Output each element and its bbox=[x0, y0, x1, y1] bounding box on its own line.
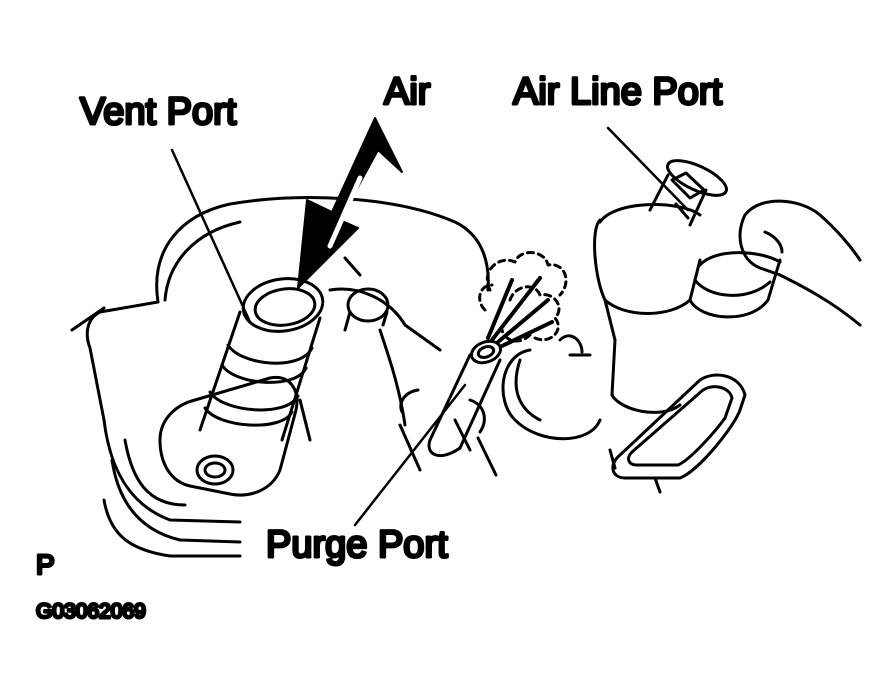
vent-port-leader bbox=[170, 148, 252, 324]
air-arrow-highlight bbox=[327, 175, 363, 249]
air-arrow-icon bbox=[297, 117, 403, 289]
canister-body bbox=[70, 196, 498, 558]
air-line-port-assembly bbox=[501, 159, 782, 494]
view-code-label: P bbox=[36, 549, 55, 580]
figure-id-label: G03062069 bbox=[36, 600, 146, 623]
leader-lines bbox=[170, 126, 690, 527]
finger-illustration bbox=[738, 199, 862, 327]
purge-port-fitting bbox=[399, 339, 503, 458]
air-label: Air bbox=[384, 71, 431, 113]
air-line-port-label: Air Line Port bbox=[513, 71, 723, 113]
air-puff-symbol bbox=[478, 251, 568, 348]
air-line-port-leader bbox=[606, 126, 690, 212]
purge-port-label: Purge Port bbox=[266, 524, 448, 566]
purge-port-leader bbox=[353, 383, 467, 527]
canister-nub bbox=[343, 287, 390, 332]
vent-port-label: Vent Port bbox=[80, 91, 237, 133]
vent-port-fitting bbox=[158, 277, 325, 497]
